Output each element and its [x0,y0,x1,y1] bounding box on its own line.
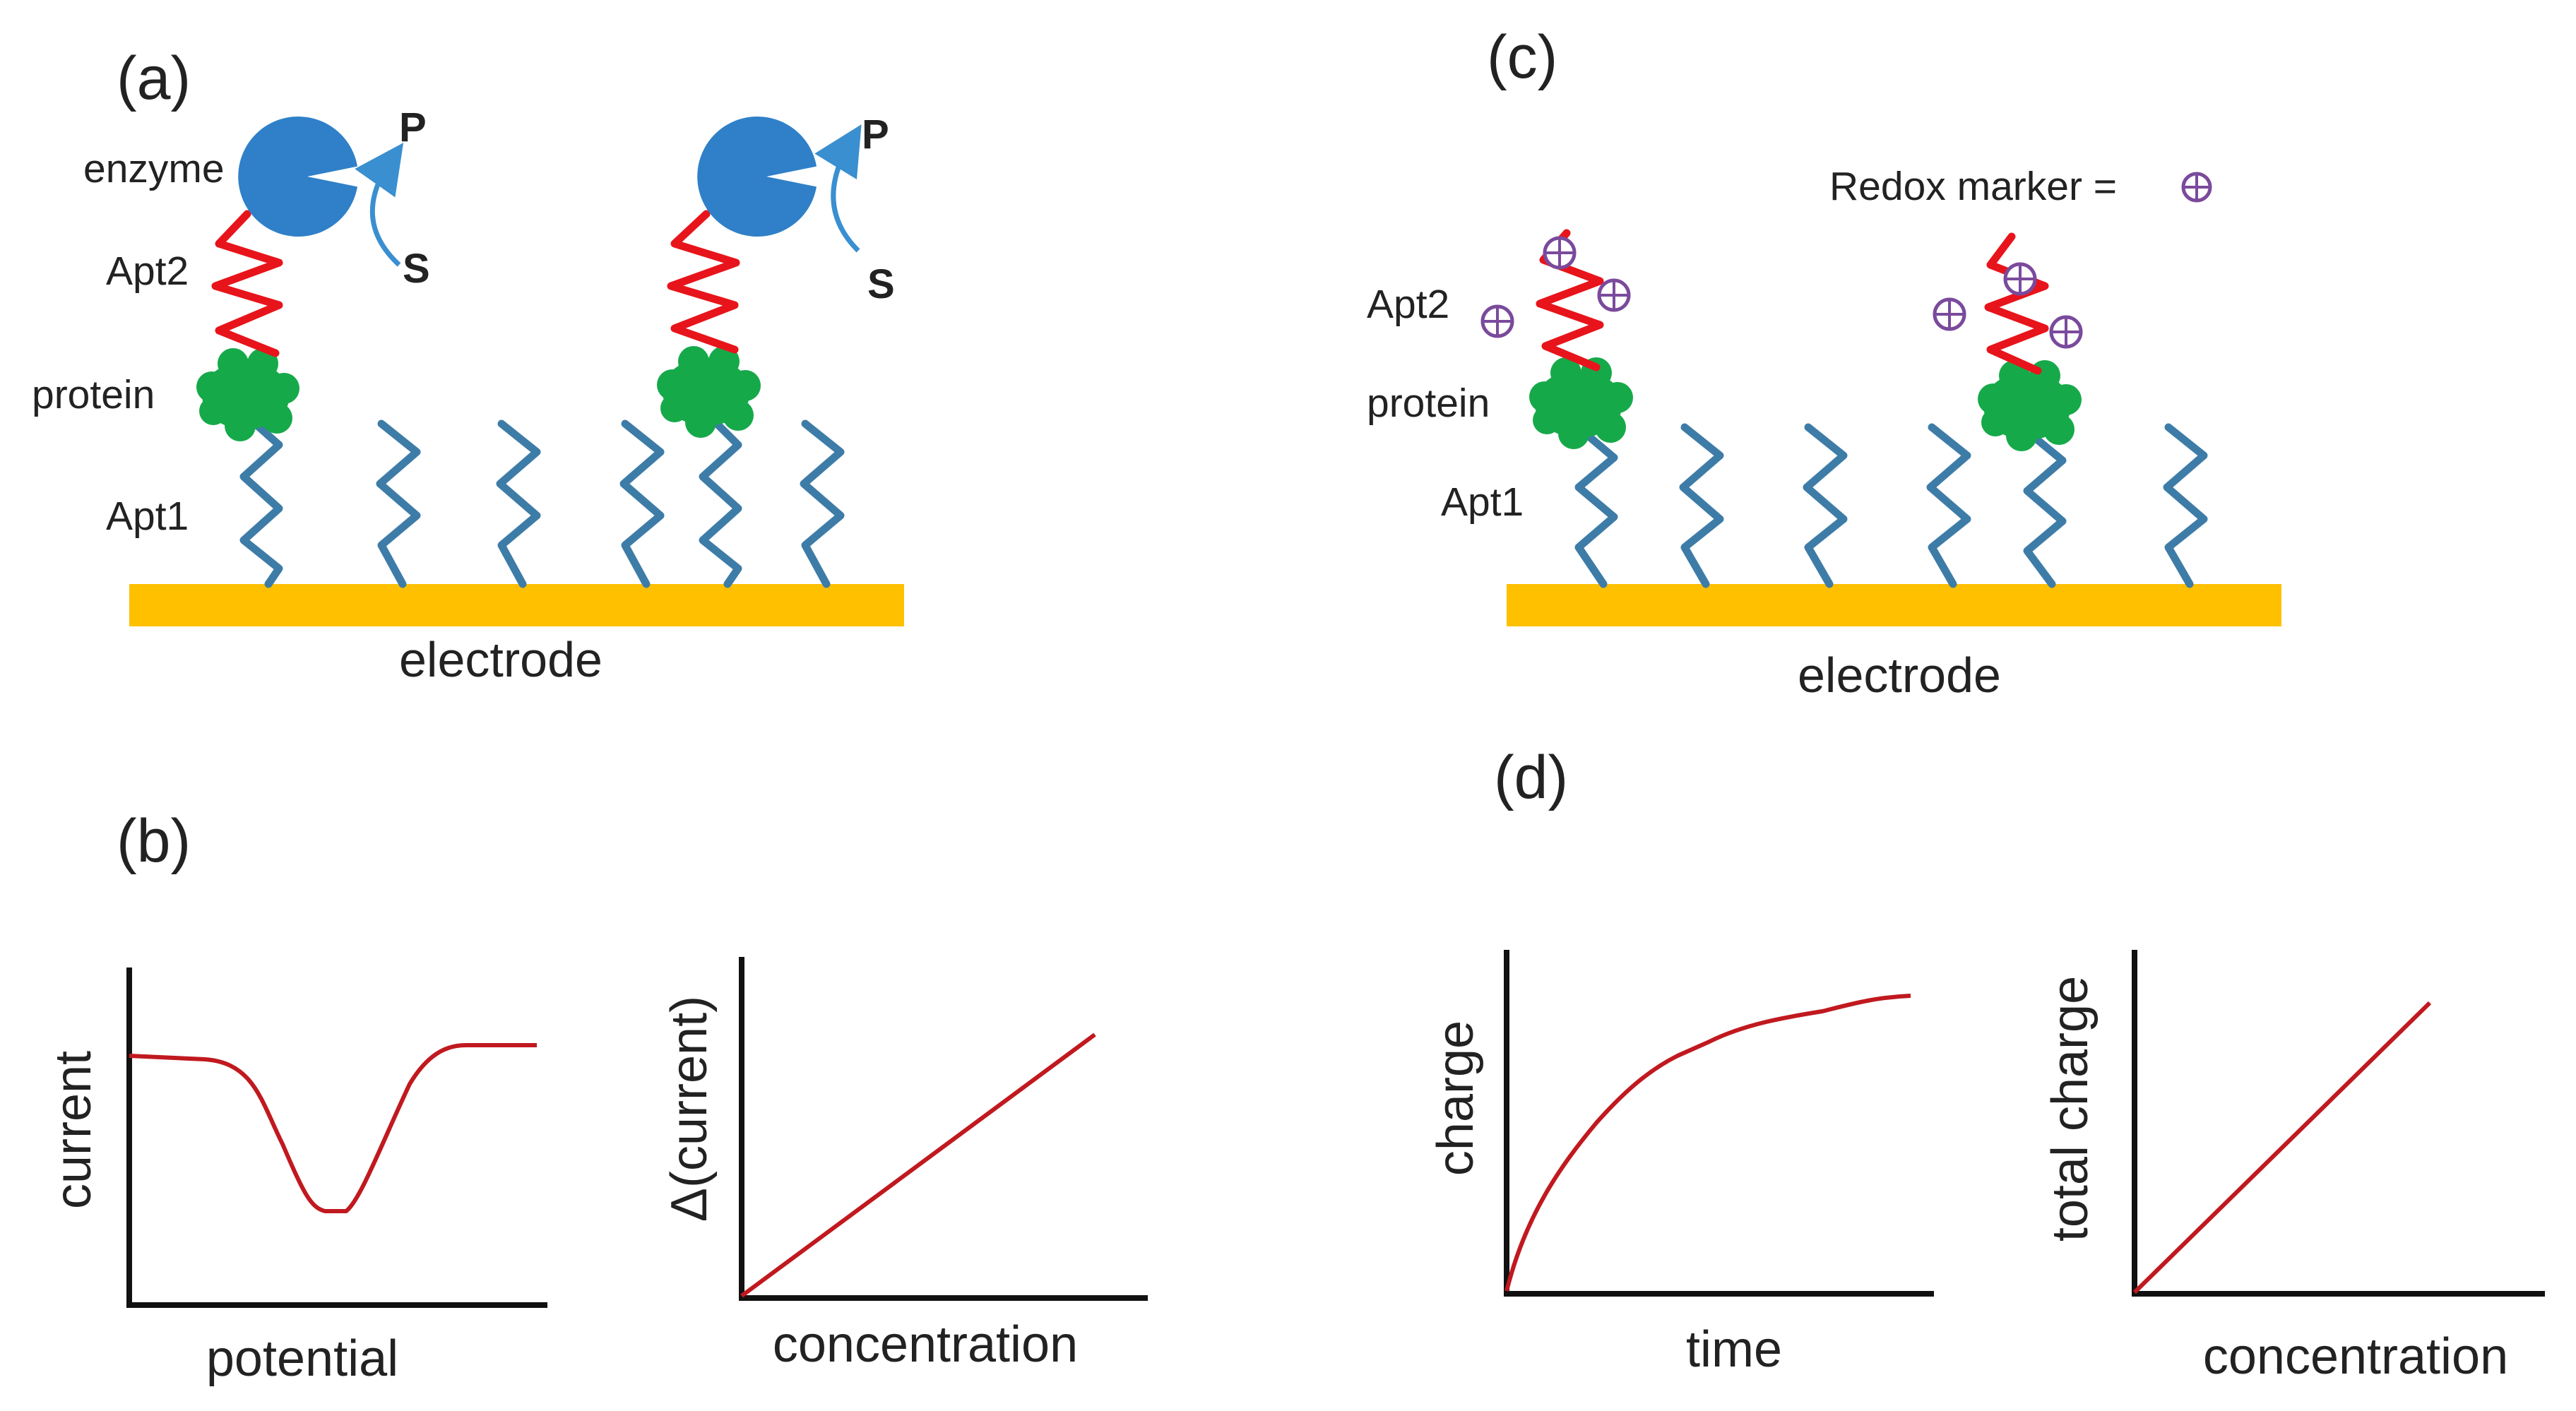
x-axis-label: concentration [773,1316,1078,1373]
green-blob-icon [196,348,299,441]
voltammogram-curve [129,1043,537,1213]
apt1-label: Apt1 [106,494,189,539]
panel-d-tag: (d) [1494,744,1568,811]
enzyme-label: enzyme [83,146,225,191]
protein-label: protein [32,372,155,417]
panel-c-tag: (c) [1487,23,1557,91]
apt1-strands [239,409,845,588]
y-axis-label: Δ(current) [661,996,718,1222]
circled-plus-icon [1543,236,1577,270]
circled-plus-icon [1933,297,1966,331]
x-axis-label: concentration [2203,1328,2508,1385]
apt1-strand [619,419,665,588]
apt1-label: Apt1 [1441,480,1524,525]
x-axis-label: time [1686,1321,1782,1378]
apt1-strand [1803,423,1848,588]
panel-a-tag: (a) [117,44,191,112]
reaction-arrow [355,143,404,267]
panel-b: (b) current potential Δ(current) concent… [45,807,1148,1387]
apt2-strand [1536,229,1604,371]
product-label: P [862,112,889,157]
apt1-strand [239,412,283,588]
apt1-strand [1679,423,1724,588]
y-axis-label: current [45,1051,102,1209]
apt2-label: Apt2 [1367,282,1449,327]
apt1-strand [800,419,845,588]
reaction-arrow [814,124,862,253]
circled-plus-icon [2181,172,2212,203]
protein-blobs [1529,357,2082,451]
apt1-strand [1926,423,1971,588]
green-blob-icon [1978,360,2082,451]
redox-legend-text: Redox marker = [1829,164,2117,209]
apt1-strand [376,419,421,588]
circled-plus-icon [1480,304,1514,338]
redox-markers [1480,236,2083,349]
electrode-label: electrode [1798,648,2001,703]
y-axis-label: total charge [2042,976,2099,1242]
green-blob-icon [657,346,761,438]
circled-plus-icon [2003,262,2037,296]
charge-curve [1504,994,1911,1292]
substrate-label: S [403,246,430,292]
apt1-strands [1574,423,2208,588]
apt2-strand [211,210,283,357]
apt2-strands [1536,229,2049,375]
pacman-enzyme-icon [697,117,817,237]
apt1-strand [496,419,541,588]
circled-plus-icon [2049,315,2083,349]
apt2-label: Apt2 [106,249,189,294]
y-axis-label: charge [1428,1020,1484,1176]
green-blob-icon [1529,357,1633,449]
calibration-line [740,1032,1096,1298]
electrode-bar [129,584,904,626]
apt1-strand [699,409,742,588]
panel-b-tag: (b) [117,807,191,875]
apt2-strand [1984,232,2049,375]
plot-totalcharge-concentration: total charge concentration [2042,950,2545,1385]
panel-a: (a) electrode Apt1 pr [32,44,904,687]
panel-d: (d) charge time total charge concentrati… [1428,744,2545,1385]
apt1-strand [1574,427,1618,588]
electrode-label: electrode [399,632,603,687]
circled-plus-icon [1597,278,1631,312]
plot-dcurrent-concentration: Δ(current) concentration [661,957,1148,1373]
protein-label: protein [1367,381,1490,426]
product-label: P [399,105,427,150]
protein-blobs [196,346,761,441]
apt2-strand [667,210,740,354]
panel-c: (c) Redox marker = electrode Apt1 [1367,23,2281,703]
calibration-line [2132,1001,2432,1294]
x-axis-label: potential [206,1330,398,1387]
plot-current-potential: current potential [45,968,547,1387]
plot-charge-time: charge time [1428,950,1934,1378]
electrode-bar [1507,584,2281,626]
apt2-strands [211,210,740,357]
pacman-enzyme-icon [238,117,357,237]
apt1-strand [2163,423,2208,588]
apt1-strand [2023,430,2067,588]
substrate-label: S [867,261,895,307]
